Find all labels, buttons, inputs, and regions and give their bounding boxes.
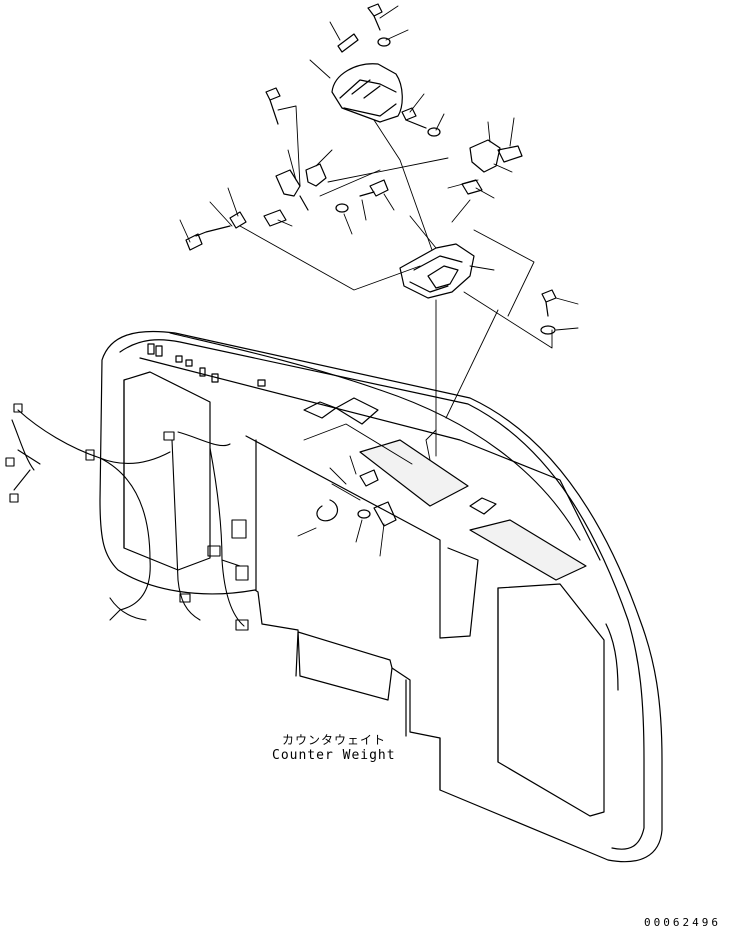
counterweight-label-en: Counter Weight	[272, 748, 396, 763]
rear-lamp	[331, 3, 403, 123]
drawing-number: 00062496	[644, 916, 721, 929]
hardware-bolts	[185, 87, 557, 527]
lamp-bracket	[399, 243, 475, 299]
counterweight-label-jp: カウンタウェイト	[282, 733, 387, 747]
wiring-harness	[5, 332, 581, 631]
counterweight-body	[99, 330, 663, 863]
switch	[461, 139, 523, 195]
leader-lines	[179, 5, 579, 557]
